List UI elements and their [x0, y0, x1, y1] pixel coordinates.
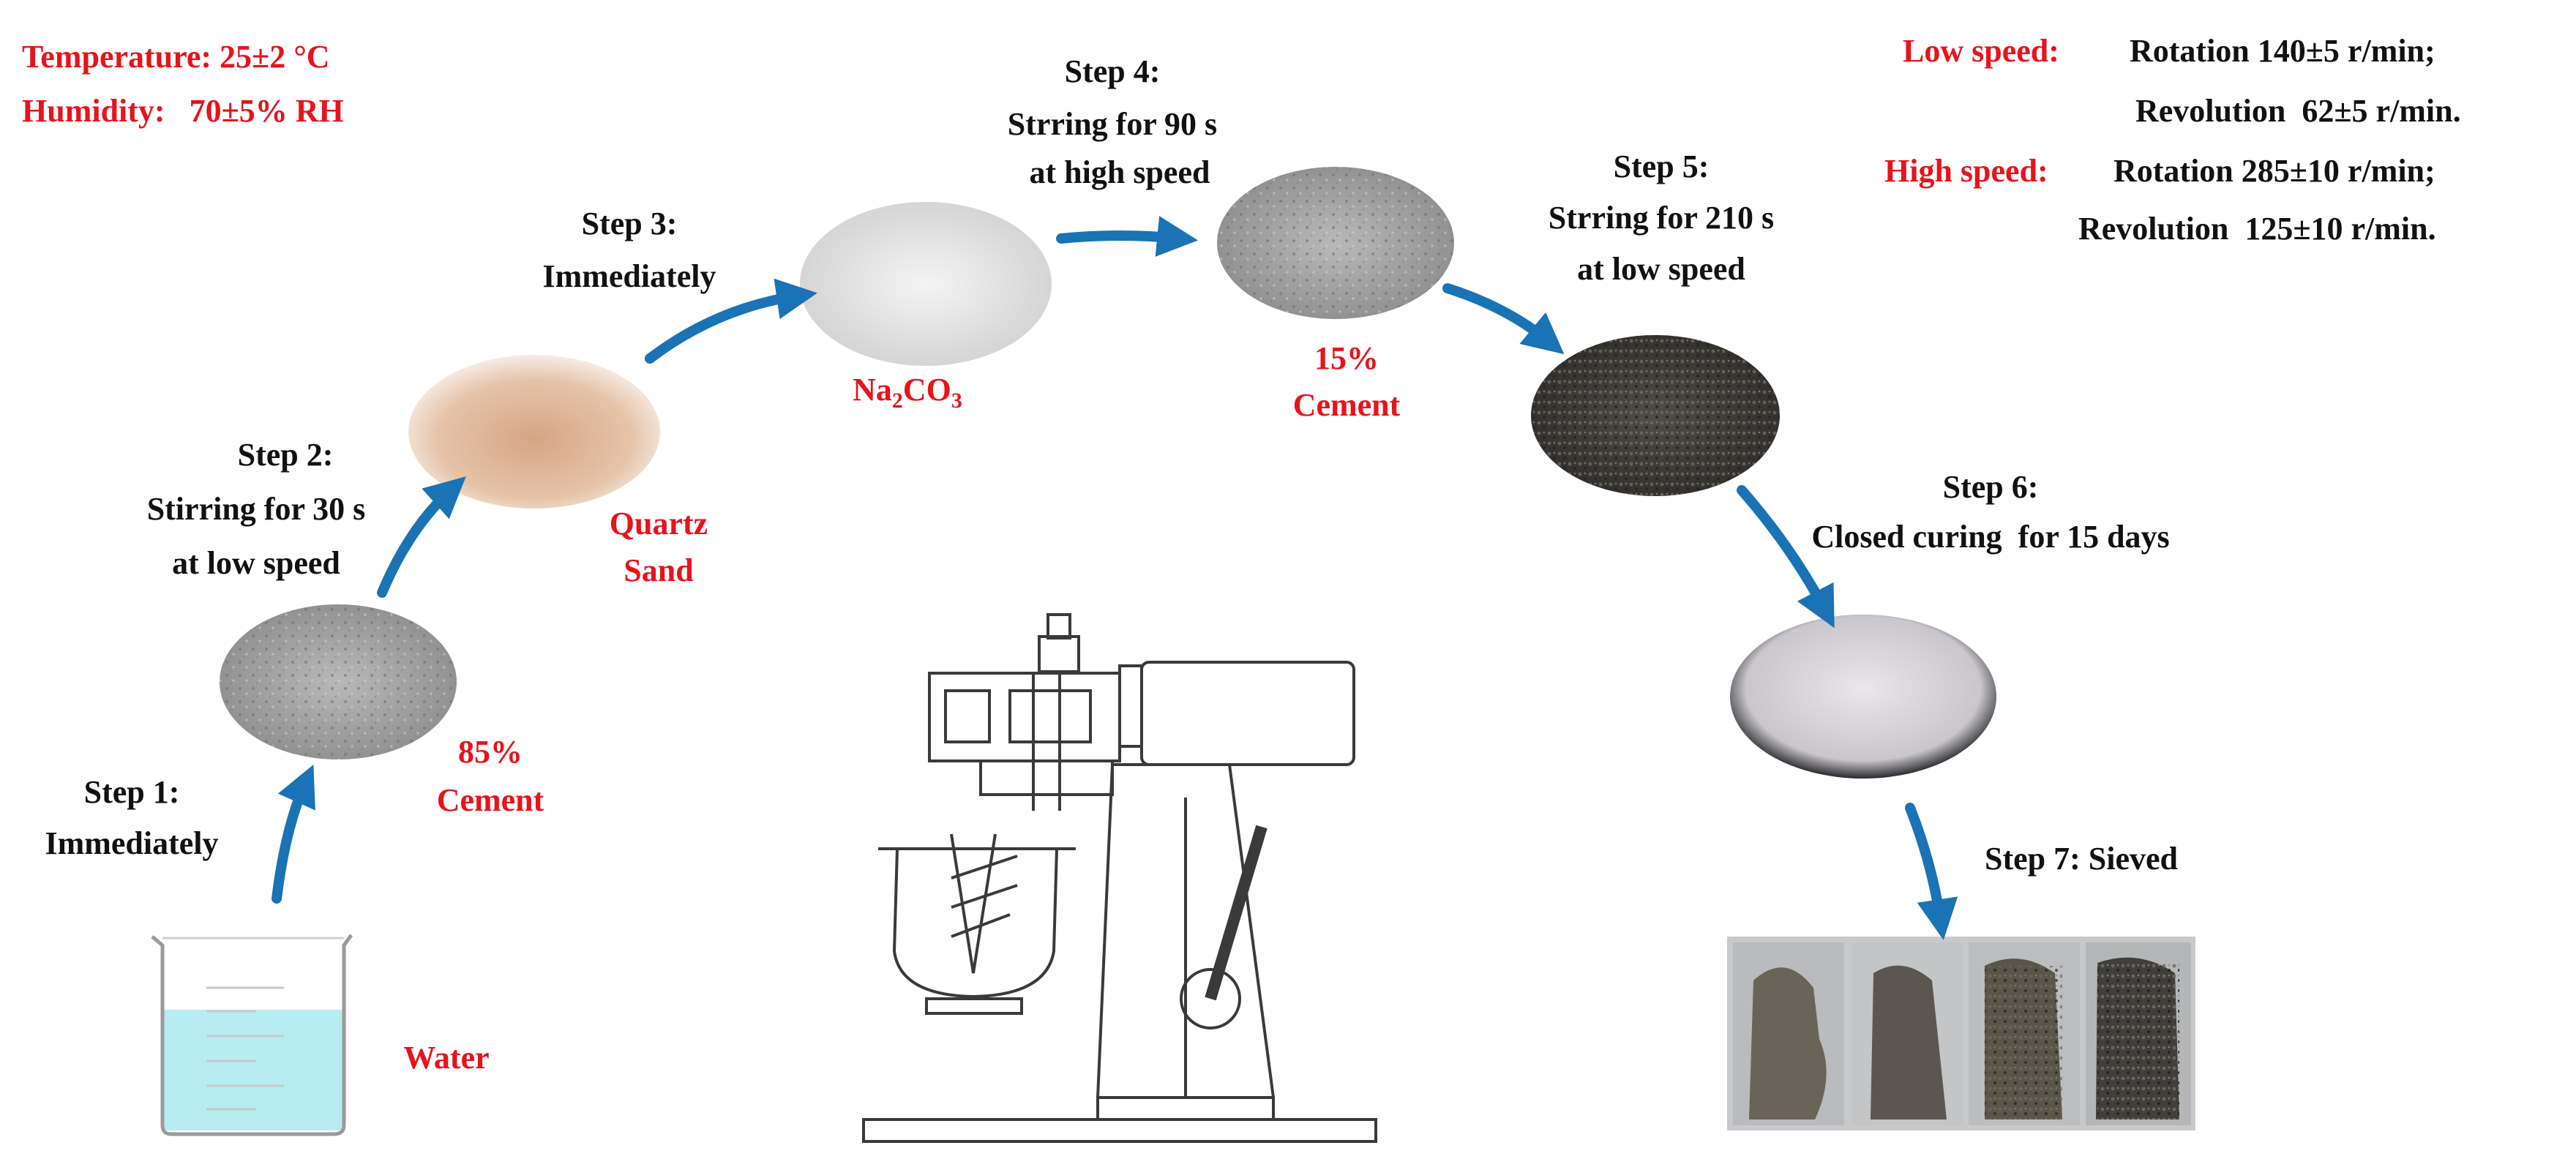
quartz-label-2: Sand	[624, 552, 694, 588]
step1-desc: Immediately	[45, 825, 219, 861]
cement-85-photo	[220, 604, 457, 759]
step6-title: Step 6:	[1942, 469, 2039, 505]
step5-title: Step 5:	[1613, 149, 1710, 184]
sieved-samples-photo	[1727, 937, 2195, 1130]
step5-line2: at low speed	[1577, 251, 1745, 287]
step3-desc: Immediately	[542, 258, 716, 294]
mixer-icon	[862, 613, 1377, 1143]
cement85-name: Cement	[436, 782, 544, 818]
mixed-granules-photo	[1531, 335, 1780, 496]
step6-desc: Closed curing for 15 days	[1811, 519, 2170, 555]
step4-title: Step 4:	[1064, 53, 1161, 89]
step5-line1: Strring for 210 s	[1548, 200, 1775, 236]
step2-line1: Stirring for 30 s	[146, 491, 366, 527]
cement15-percent: 15%	[1314, 340, 1379, 376]
cement85-percent: 85%	[458, 734, 523, 770]
high-speed-revolution: Revolution 125±10 r/min.	[2078, 211, 2436, 247]
step4-line1: Strring for 90 s	[1007, 106, 1218, 142]
water-label: Water	[403, 1040, 490, 1076]
low-speed-label: Low speed:	[1903, 33, 2059, 69]
cement-15-photo	[1217, 167, 1454, 319]
step3-title: Step 3:	[581, 206, 678, 241]
low-speed-revolution: Revolution 62±5 r/min.	[2135, 93, 2461, 129]
curing-bag-photo	[1730, 615, 1996, 779]
step2-line2: at low speed	[172, 545, 340, 581]
arrow-step7	[1905, 803, 1958, 940]
arrow-step1	[272, 765, 315, 904]
step2-title: Step 2:	[237, 437, 334, 473]
arrow-step3	[645, 278, 817, 364]
step7-label: Step 7: Sieved	[1985, 841, 2178, 877]
low-speed-rotation: Rotation 140±5 r/min;	[2130, 33, 2435, 69]
beaker-icon	[151, 934, 353, 1136]
arrow-step5	[1442, 283, 1565, 355]
arrow-step4	[1056, 216, 1199, 257]
arrow-step2	[377, 476, 466, 598]
cement15-name: Cement	[1292, 387, 1401, 423]
high-speed-label: High speed:	[1884, 153, 2048, 189]
na2co3-label: Na2CO3	[853, 372, 962, 413]
flow-arrows	[272, 216, 1958, 940]
quartz-label-1: Quartz	[609, 506, 708, 541]
arrow-step6	[1737, 485, 1835, 629]
temperature-label: Temperature: 25±2 °C	[22, 39, 330, 75]
high-speed-rotation: Rotation 285±10 r/min;	[2113, 153, 2435, 189]
step4-line2: at high speed	[1029, 154, 1210, 190]
humidity-label: Humidity: 70±5% RH	[22, 93, 344, 129]
quartz-sand-photo	[408, 355, 660, 509]
step1-title: Step 1:	[83, 774, 180, 810]
na2co3-photo	[800, 202, 1052, 366]
